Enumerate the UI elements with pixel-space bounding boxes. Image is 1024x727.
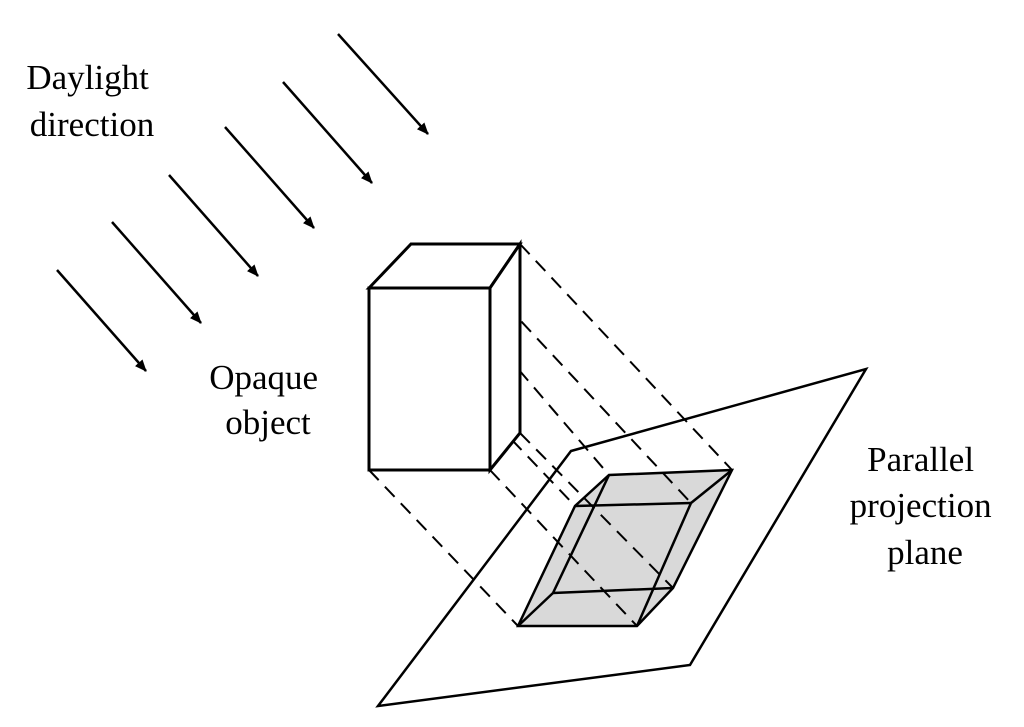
opaque-object-box [365, 239, 523, 475]
box-side-face [488, 239, 522, 475]
shadow-edge [552, 586, 674, 595]
projection-line [489, 287, 692, 504]
light-ray-arrow [224, 126, 315, 229]
daylight-direction-label: Daylight direction [26, 58, 157, 144]
light-rays [56, 33, 429, 372]
shadow-edge [690, 469, 733, 504]
shadow-edge [635, 502, 693, 627]
projection-line [518, 369, 610, 476]
shadow-edge [517, 592, 554, 627]
plane-label-line-2: projection [850, 486, 992, 525]
projection-line [368, 469, 519, 627]
shadow-edge [551, 474, 611, 594]
plane-label-line-1: Parallel [867, 440, 974, 479]
opaque-object-label: Opaque object [209, 358, 327, 442]
shadow-projection [516, 468, 735, 628]
projection-plane [375, 366, 869, 708]
light-ray-arrow [337, 33, 429, 135]
object-label-line-1: Opaque [209, 358, 318, 397]
projection-line [519, 243, 733, 471]
daylight-label-line-2: direction [30, 105, 154, 144]
light-ray-arrow [111, 221, 202, 324]
daylight-label-line-1: Daylight [26, 58, 149, 97]
object-label-line-2: object [225, 403, 311, 442]
light-ray-arrow [168, 174, 259, 277]
projection-line [519, 432, 674, 589]
plane-label-line-3: plane [887, 533, 963, 572]
shadow-fill [516, 468, 735, 628]
projection-line [489, 469, 638, 627]
light-ray-arrow [282, 81, 373, 184]
box-front-face [367, 286, 492, 472]
projection-plane-label: Parallel projection plane [850, 440, 1001, 572]
light-ray-arrow [56, 269, 147, 372]
